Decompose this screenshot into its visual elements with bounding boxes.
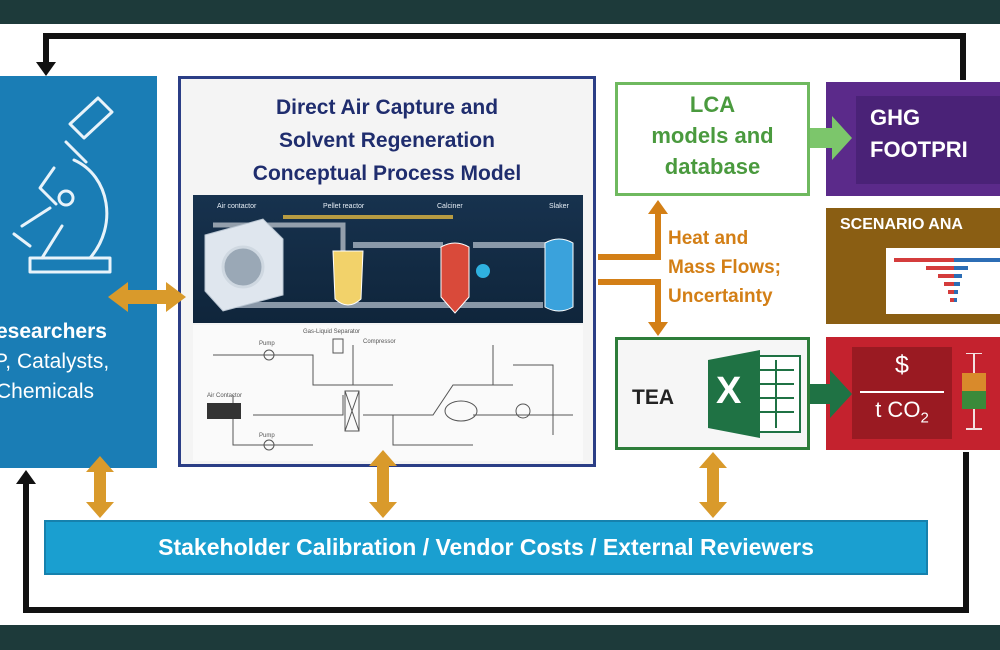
arrow-tea-to-cost bbox=[810, 370, 852, 418]
exchange-arrow-researchers-process bbox=[108, 282, 186, 312]
researchers-sub-label: P, Catalysts, bbox=[0, 350, 110, 373]
process-model-title-line1: Direct Air Capture and bbox=[275, 96, 499, 119]
fraction-bar bbox=[860, 391, 944, 393]
scenario-heading: SCENARIO ANA bbox=[840, 216, 963, 233]
process-rendering: Air contactor Pellet reactor Calciner Sl… bbox=[193, 195, 583, 323]
exchange-arrow-researchers-stakeholder bbox=[86, 456, 114, 518]
tornado-chart bbox=[886, 248, 1000, 314]
range-bar-icon bbox=[962, 353, 986, 430]
arrows-overlay bbox=[16, 33, 969, 613]
feedback-arrowhead-top bbox=[36, 62, 56, 76]
pfd-label-pump: Pump bbox=[259, 341, 275, 347]
ghg-inner-panel bbox=[856, 96, 1000, 184]
flows-label-line3: Uncertainty bbox=[668, 286, 773, 307]
ghg-label-line1: GHG bbox=[870, 105, 921, 130]
scenario-analysis-box: SCENARIO ANA bbox=[826, 208, 1000, 324]
arrow-lca-to-ghg bbox=[810, 116, 852, 160]
process-model-box: Direct Air Capture and Solvent Regenerat… bbox=[178, 76, 596, 467]
tea-label: TEA bbox=[632, 386, 674, 409]
process-model-title-line2: Solvent Regeneration bbox=[279, 129, 495, 152]
diagram-canvas: esearchers P, Catalysts, Chemicals Direc… bbox=[0, 24, 1000, 625]
pfd-label-compressor: Compressor bbox=[363, 339, 396, 345]
lca-title: LCA bbox=[689, 92, 736, 117]
pfd-label-separator: Gas-Liquid Separator bbox=[303, 329, 361, 335]
exchange-arrow-tea-stakeholder bbox=[699, 452, 727, 518]
process-model-title-line3: Conceptual Process Model bbox=[252, 162, 522, 185]
microscope-icon bbox=[12, 96, 114, 274]
stage-label-pellet-reactor: Pellet reactor bbox=[323, 203, 365, 210]
stage-label-air-contactor: Air contactor bbox=[217, 203, 257, 210]
flow-arrow-to-lca bbox=[598, 212, 661, 260]
flows-label-line2: Mass Flows; bbox=[668, 257, 781, 278]
flows-label: Heat and Mass Flows; Uncertainty bbox=[668, 224, 781, 311]
excel-icon-letter: X bbox=[716, 370, 742, 412]
ghg-label: GHG FOOTPRI bbox=[870, 102, 968, 166]
flow-arrowhead-tea bbox=[648, 322, 668, 336]
feedback-arrowhead-bottom bbox=[16, 470, 36, 484]
feedback-loop-bottom bbox=[23, 452, 969, 613]
stakeholder-bar: Stakeholder Calibration / Vendor Costs /… bbox=[44, 520, 928, 575]
tornado-chart-graphic bbox=[894, 258, 1000, 302]
excel-icon bbox=[708, 350, 801, 438]
ghg-label-line2: FOOTPRI bbox=[870, 137, 968, 162]
lca-subtitle-2: database bbox=[664, 154, 761, 179]
lca-subtitle: models and bbox=[651, 123, 774, 148]
cost-numerator: $ bbox=[895, 351, 909, 379]
exchange-arrow-process-stakeholder bbox=[369, 450, 397, 518]
process-model-title: Direct Air Capture and Solvent Regenerat… bbox=[181, 91, 593, 190]
cost-denominator: t CO2 bbox=[852, 397, 952, 426]
stakeholder-label: Stakeholder Calibration / Vendor Costs /… bbox=[158, 534, 814, 560]
researchers-label: esearchers bbox=[0, 320, 107, 343]
bottom-band bbox=[0, 625, 1000, 650]
tea-box: TEA X bbox=[615, 337, 810, 450]
stage-label-calciner: Calciner bbox=[437, 203, 463, 210]
process-rendering-graphic bbox=[204, 215, 574, 314]
stage-label-slaker: Slaker bbox=[549, 203, 569, 210]
flows-label-line1: Heat and bbox=[668, 228, 749, 249]
process-flow-diagram-graphic bbox=[207, 338, 573, 451]
cost-box: $ t CO2 bbox=[826, 337, 1000, 450]
researchers-box: esearchers P, Catalysts, Chemicals bbox=[0, 76, 157, 468]
cost-denominator-text: t CO bbox=[875, 397, 921, 422]
pfd-label-pump-2: Pump bbox=[259, 433, 275, 439]
top-band bbox=[0, 0, 1000, 24]
cost-denominator-subscript: 2 bbox=[920, 409, 929, 427]
flow-arrow-to-tea bbox=[598, 279, 661, 324]
cost-inner-panel: $ t CO2 bbox=[852, 347, 952, 439]
lca-box: LCA models and database bbox=[615, 82, 810, 196]
pfd-label-air-contactor: Air Contactor bbox=[207, 393, 243, 399]
researchers-sub-label-2: Chemicals bbox=[0, 380, 95, 403]
feedback-loop-top bbox=[43, 33, 966, 80]
flow-arrowhead-lca bbox=[648, 200, 668, 214]
ghg-footprint-box: GHG FOOTPRI bbox=[826, 82, 1000, 196]
process-flow-diagram: Pump Gas-Liquid Separator Compressor Air… bbox=[193, 325, 583, 461]
